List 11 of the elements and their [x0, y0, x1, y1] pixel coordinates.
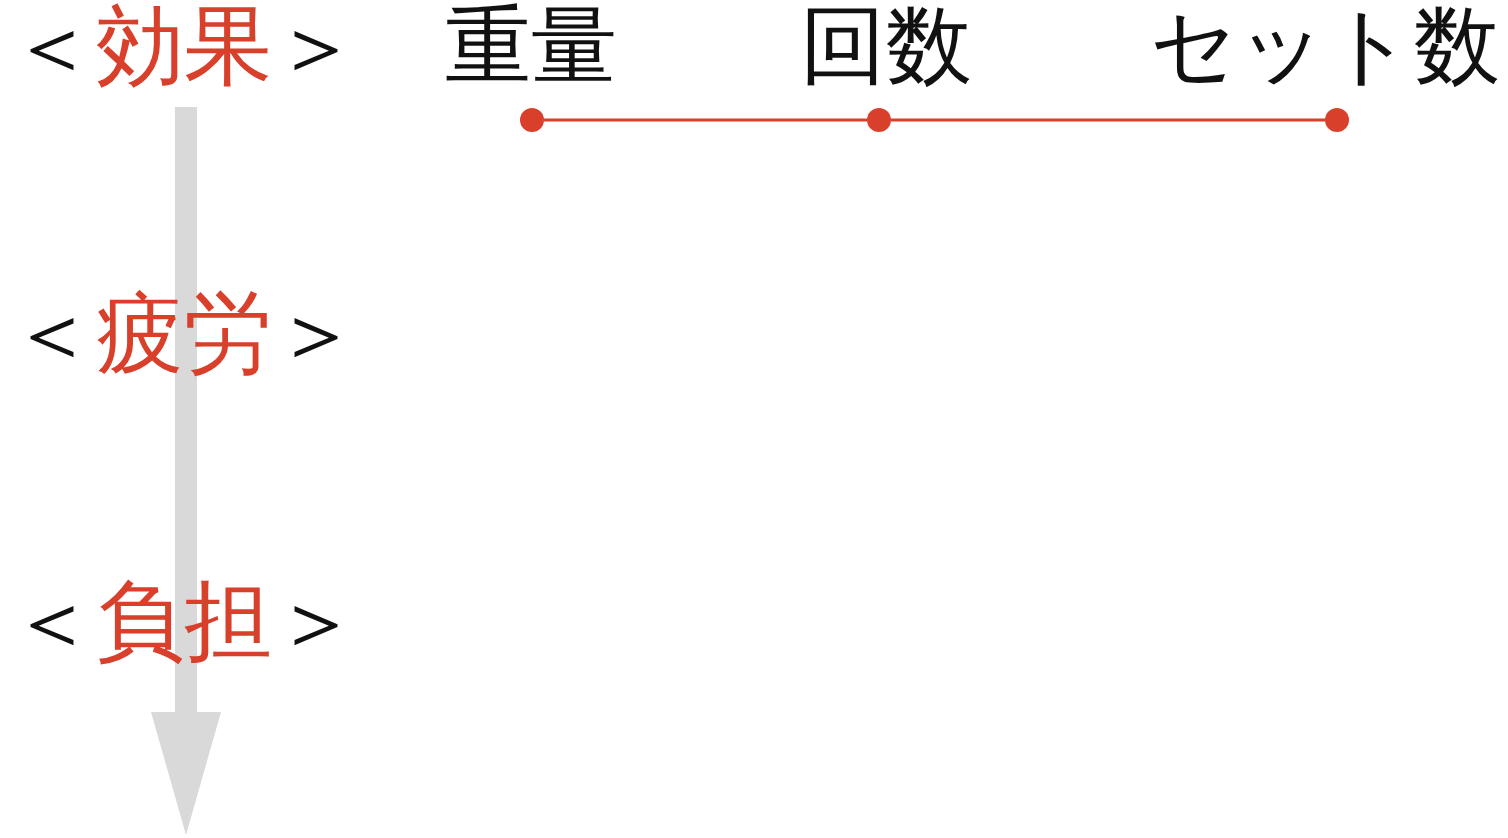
category-label: ＜効果＞ — [8, 2, 360, 90]
timeline-dot-icon — [867, 108, 891, 132]
timeline-dot-icon — [520, 108, 544, 132]
column-heading: セット数 — [1150, 2, 1500, 88]
category-label: ＜負担＞ — [8, 577, 360, 665]
connector-line — [891, 118, 1325, 122]
column-heading: 回数 — [800, 2, 972, 88]
timeline-dot-icon — [1325, 108, 1349, 132]
category-label: ＜疲労＞ — [8, 289, 360, 377]
column-heading: 重量 — [445, 2, 617, 88]
connector-line — [544, 118, 867, 122]
